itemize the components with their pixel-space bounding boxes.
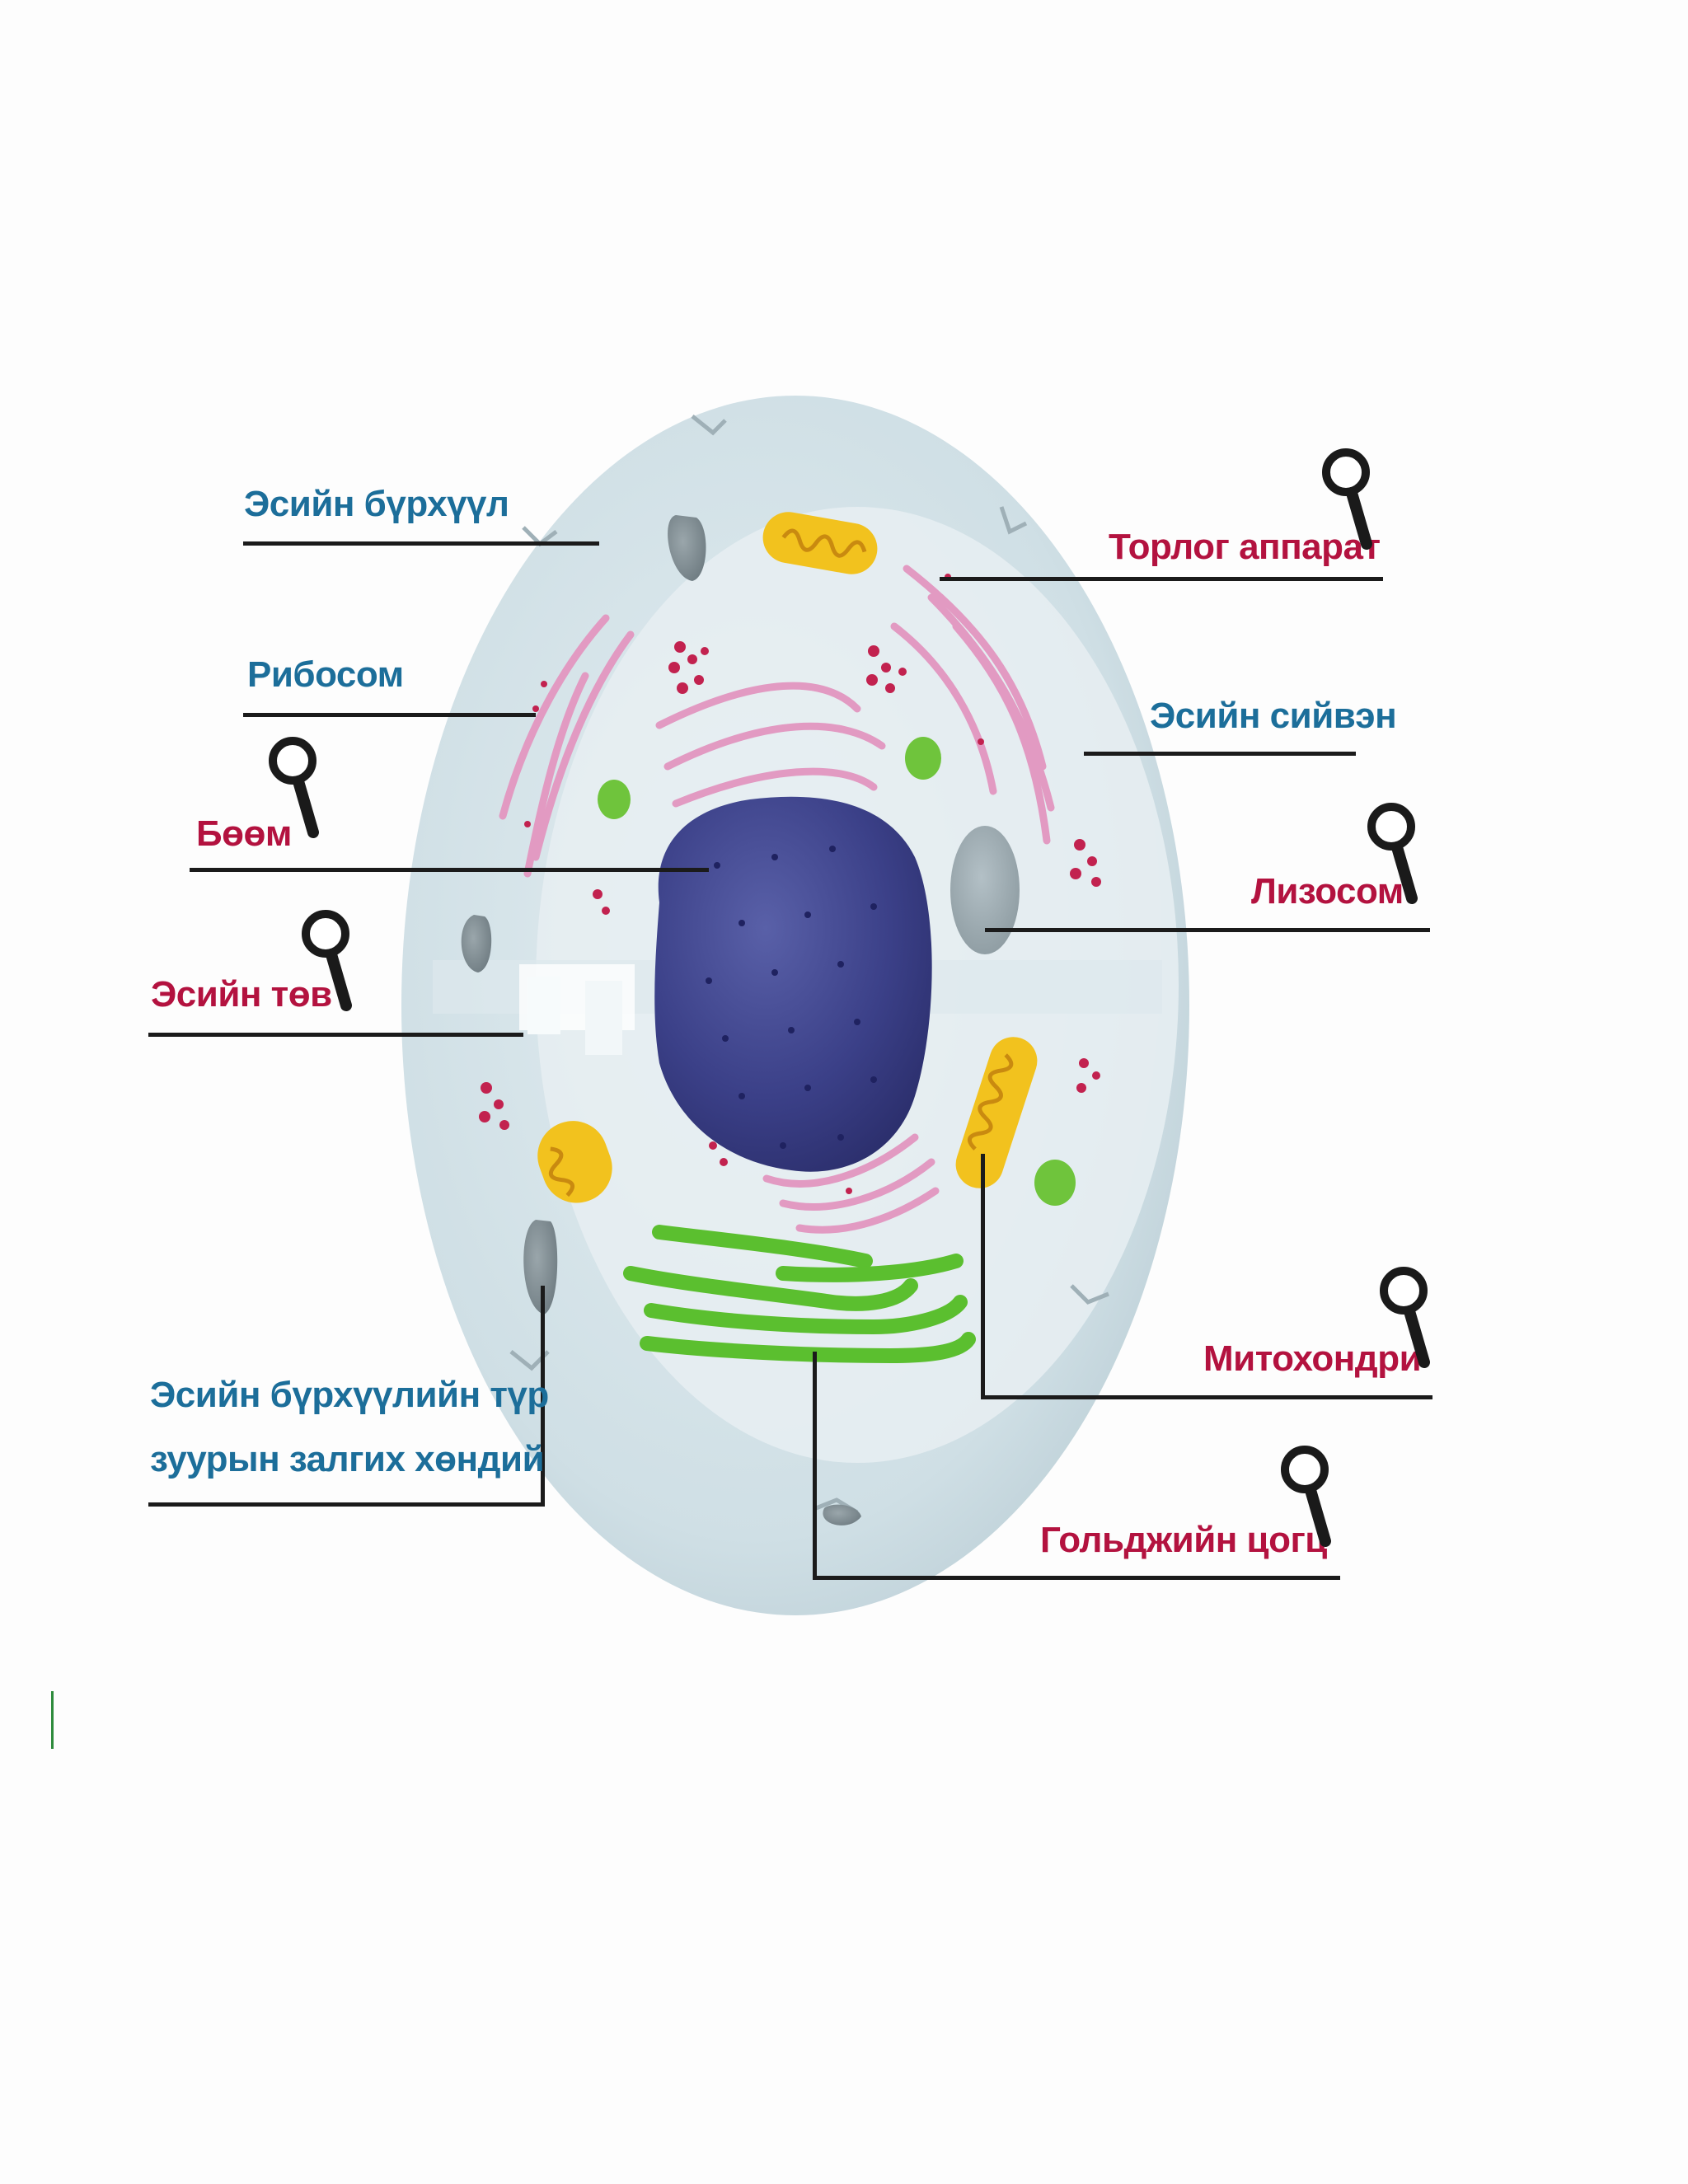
- leader-golgi: [813, 1576, 1340, 1580]
- nucleus: [654, 796, 932, 1172]
- endoplasmic-reticulum: [499, 565, 1055, 1234]
- magnifier-icon[interactable]: [1278, 1442, 1335, 1549]
- leader-mitochondria-vertical: [981, 1154, 985, 1399]
- leader-cytoplasm: [1084, 752, 1356, 756]
- label-cell-membrane: Эсийн бүрхүүл: [244, 484, 509, 524]
- label-mitochondria: Митохондри: [1203, 1338, 1422, 1379]
- leader-vacuole: [148, 1502, 544, 1507]
- magnifier-icon[interactable]: [265, 733, 323, 841]
- leader-golgi-vertical: [813, 1352, 817, 1580]
- label-golgi: Гольджийн цогц: [1040, 1520, 1327, 1560]
- golgi-apparatus: [623, 1225, 976, 1364]
- magnifier-icon[interactable]: [298, 907, 356, 1014]
- magnifier-icon[interactable]: [1376, 1263, 1434, 1371]
- left-accent-bar: [51, 1691, 54, 1749]
- centrosome: [519, 964, 635, 1055]
- label-cytoplasm: Эсийн сийвэн: [1150, 696, 1397, 736]
- leader-nucleus: [190, 868, 709, 872]
- ribosomes: [479, 574, 1101, 1194]
- leader-mitochondria: [981, 1395, 1432, 1399]
- membrane-indentations: [461, 515, 861, 1526]
- leader-lysosome: [985, 928, 1430, 932]
- label-lysosome: Лизосом: [1251, 871, 1404, 912]
- leader-cell-membrane: [243, 541, 599, 546]
- leader-centrosome: [148, 1033, 523, 1037]
- label-centrosome: Эсийн төв: [151, 974, 332, 1015]
- label-er: Торлог аппарат: [1109, 527, 1381, 567]
- vesicles: [598, 737, 1076, 1206]
- label-ribosome: Рибосом: [247, 654, 404, 695]
- label-vacuole-line1: Эсийн бүрхүүлийн түр: [150, 1375, 549, 1415]
- leader-vacuole-vertical: [541, 1286, 545, 1507]
- leader-ribosome: [243, 713, 536, 717]
- label-vacuole-line2: зуурын залгих хөндий: [150, 1439, 545, 1479]
- label-nucleus: Бөөм: [196, 813, 292, 854]
- magnifier-icon[interactable]: [1319, 445, 1376, 552]
- lysosome: [950, 826, 1020, 954]
- leader-er: [940, 577, 1383, 581]
- mitochondria: [537, 512, 1038, 1203]
- magnifier-icon[interactable]: [1364, 799, 1422, 907]
